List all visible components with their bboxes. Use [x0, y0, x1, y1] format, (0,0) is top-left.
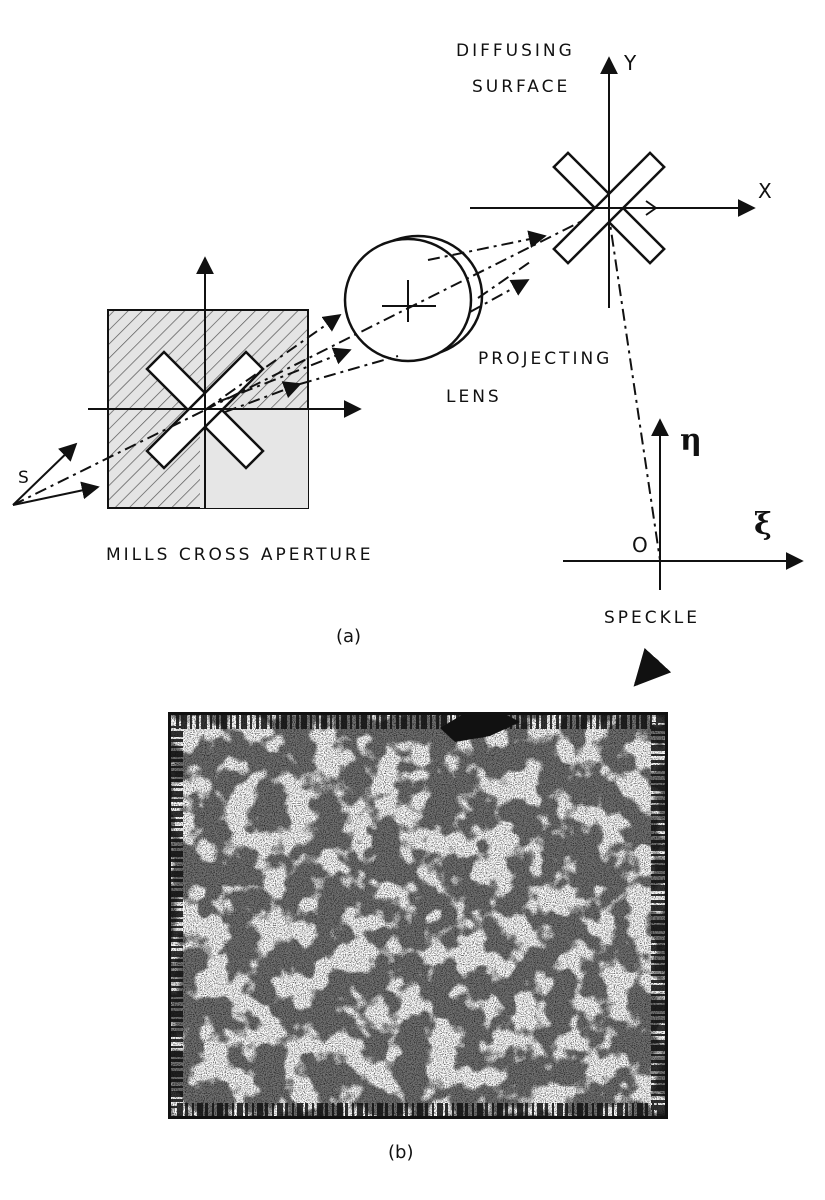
aperture-label: MILLS CROSS APERTURE — [106, 545, 373, 565]
axis-y-label: Y — [623, 51, 637, 75]
projecting-lens — [343, 234, 484, 363]
surface-label-line2: SURFACE — [472, 77, 570, 97]
caption-b: (b) — [388, 1142, 413, 1163]
axis-eta-label: η — [680, 423, 702, 458]
aperture-plate — [88, 256, 362, 509]
source-rays — [12, 409, 206, 506]
pointer-arrow — [633, 647, 672, 687]
diffusing-surface — [470, 56, 756, 308]
panel-a: S DI — [12, 41, 804, 687]
speckle-plane — [563, 418, 804, 590]
speckle-photograph — [168, 712, 668, 1119]
optical-rays — [204, 207, 661, 561]
lens-label-line1: PROJECTING — [478, 349, 612, 369]
lens-label-line2: LENS — [446, 387, 502, 407]
origin-label: O — [632, 533, 648, 557]
source-label: S — [18, 468, 32, 488]
surface-label-line1: DIFFUSING — [456, 41, 575, 61]
caption-a: (a) — [336, 626, 361, 647]
panel-b: (b) — [168, 712, 668, 1163]
axis-xi-label: ξ — [754, 507, 772, 542]
speckle-label: SPECKLE — [604, 608, 700, 628]
axis-x-label: X — [758, 179, 772, 203]
